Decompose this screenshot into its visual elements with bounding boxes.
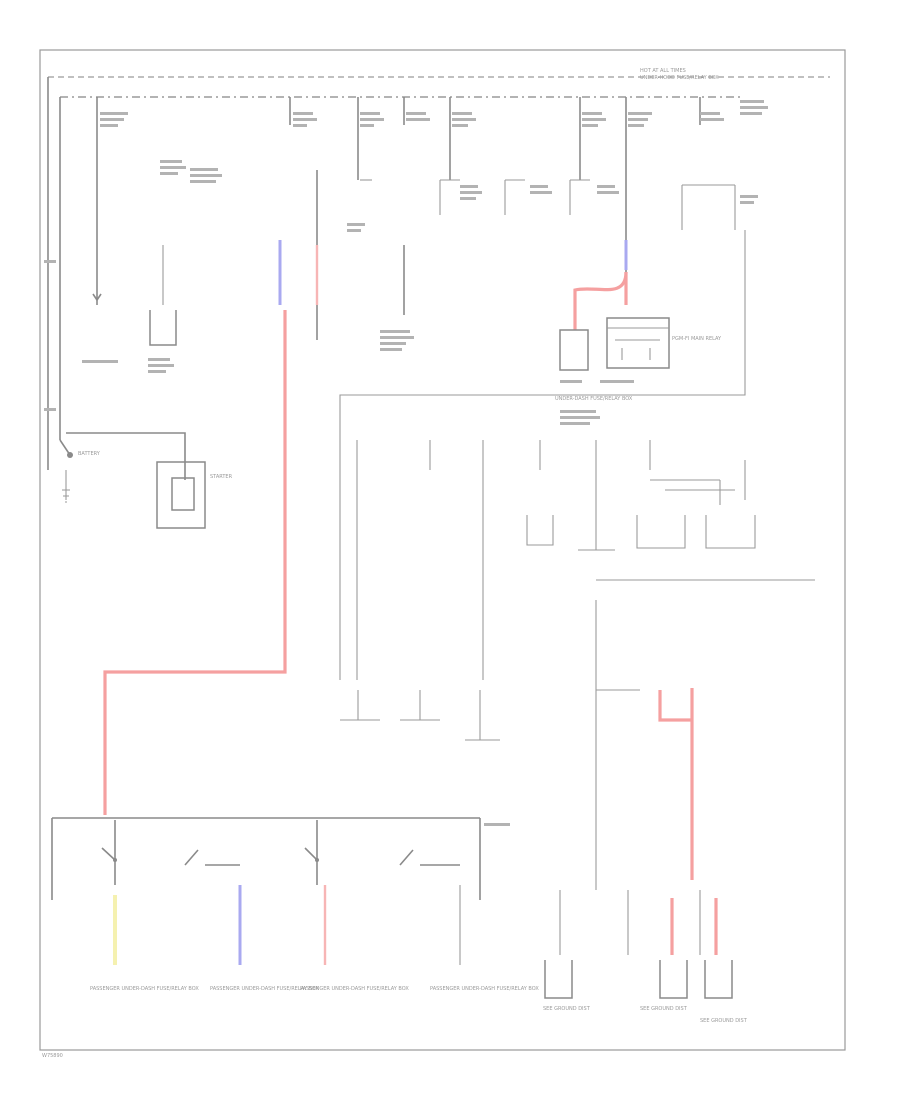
header-note: HOT AT ALL TIMES [640,68,686,74]
underhood-label: UNDER-HOOD FUSE/RELAY BOX [640,75,719,81]
right-red-feeds [658,688,718,955]
bottom-load-2: PASSENGER UNDER-DASH FUSE/RELAY BOX [210,986,319,992]
svg-text:SEE GROUND DIST: SEE GROUND DIST [640,1006,688,1012]
starter-label: STARTER [210,474,233,480]
switch-bus-label [484,823,510,826]
left-components: BATTERY STARTER [59,245,233,529]
bottom-load-3: PASSENGER UNDER-DASH FUSE/RELAY BOX [300,986,409,992]
svg-text:PASSENGER UNDER-DASH FUSE/RELA: PASSENGER UNDER-DASH FUSE/RELAY BOX [210,986,319,992]
svg-text:SEE GROUND DIST: SEE GROUND DIST [543,1006,591,1012]
fuse-text-blocks [44,100,768,425]
switch-bus [51,817,481,900]
svg-text:PASSENGER UNDER-DASH FUSE/RELA: PASSENGER UNDER-DASH FUSE/RELAY BOX [430,986,539,992]
bottom-load-4: PASSENGER UNDER-DASH FUSE/RELAY BOX [430,986,539,992]
switches [101,820,460,885]
diagram-frame [39,49,846,1051]
right-loads: SEE GROUND DIST SEE GROUND DIST SEE GROU… [543,890,748,1024]
main-relay-label: PGM-FI MAIN RELAY [672,336,722,342]
battery-label: BATTERY [78,451,101,457]
relay-area: PGM-FI MAIN RELAY [339,230,746,680]
underdash-branches [340,440,815,890]
svg-text:SEE GROUND DIST: SEE GROUND DIST [700,1018,748,1024]
bottom-load-1: PASSENGER UNDER-DASH FUSE/RELAY BOX [90,986,199,992]
figure-code: W75890 [42,1053,63,1059]
left-bus-wire [47,77,61,470]
wire-red-main [103,310,287,815]
svg-text:PASSENGER UNDER-DASH FUSE/RELA: PASSENGER UNDER-DASH FUSE/RELAY BOX [300,986,409,992]
ignition-feed-wires [279,170,405,340]
underdash-label: UNDER-DASH FUSE/RELAY BOX [555,396,633,402]
svg-text:PASSENGER UNDER-DASH FUSE/RELA: PASSENGER UNDER-DASH FUSE/RELAY BOX [90,986,199,992]
fuse-drops [96,97,736,305]
